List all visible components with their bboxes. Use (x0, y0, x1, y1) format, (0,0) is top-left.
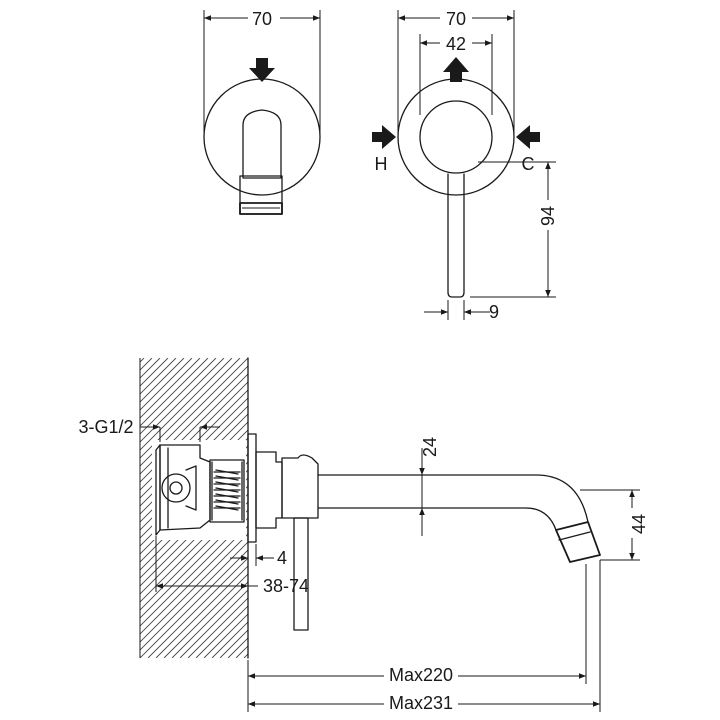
hot-label: H (375, 154, 388, 174)
mixer-knob (419, 100, 493, 174)
inlet-thread-label: 3-G1/2 (78, 417, 133, 437)
hot-arrow-icon (372, 125, 396, 149)
spout-outlet (555, 521, 601, 563)
mixer-handle-side (293, 517, 309, 631)
spout-front-view: 70 (203, 8, 321, 215)
flow-up-arrow-icon (443, 57, 469, 82)
knob-width-dimension: 42 (446, 34, 466, 54)
plate-gap-dimension: 4 (277, 548, 287, 568)
flow-down-arrow-icon (249, 58, 275, 82)
mixer-front-view: H C 70 42 94 9 (372, 8, 560, 322)
concealed-valve-body (155, 444, 245, 536)
handle-diameter-dimension: 9 (489, 302, 499, 322)
mixer-knob-side (281, 454, 319, 519)
mixer-collar (255, 451, 283, 529)
mixer-width-dimension: 70 (446, 9, 466, 29)
spout-bottom-edge (317, 507, 557, 531)
side-view: 3-G1/2 24 44 4 38-74 Max220 Max231 (78, 357, 649, 713)
side-cover-plate (247, 433, 257, 543)
total-length-dimension: Max231 (389, 693, 453, 713)
thread-pattern (213, 469, 241, 511)
wall-depth-dimension: 38-74 (263, 576, 309, 596)
spout-width-dimension: 70 (252, 9, 272, 29)
mixer-handle (447, 173, 465, 298)
handle-length-dimension: 94 (538, 206, 558, 226)
outlet-height-dimension: 44 (629, 514, 649, 534)
cold-arrow-icon (516, 125, 540, 149)
aerator-ring (239, 202, 283, 215)
mixer-cover-plate (397, 78, 515, 196)
spout-length-dimension: Max220 (389, 665, 453, 685)
spout-body (242, 109, 282, 179)
spout-top-edge (317, 474, 589, 523)
cold-label: C (522, 154, 535, 174)
spout-diameter-dimension: 24 (420, 437, 440, 457)
